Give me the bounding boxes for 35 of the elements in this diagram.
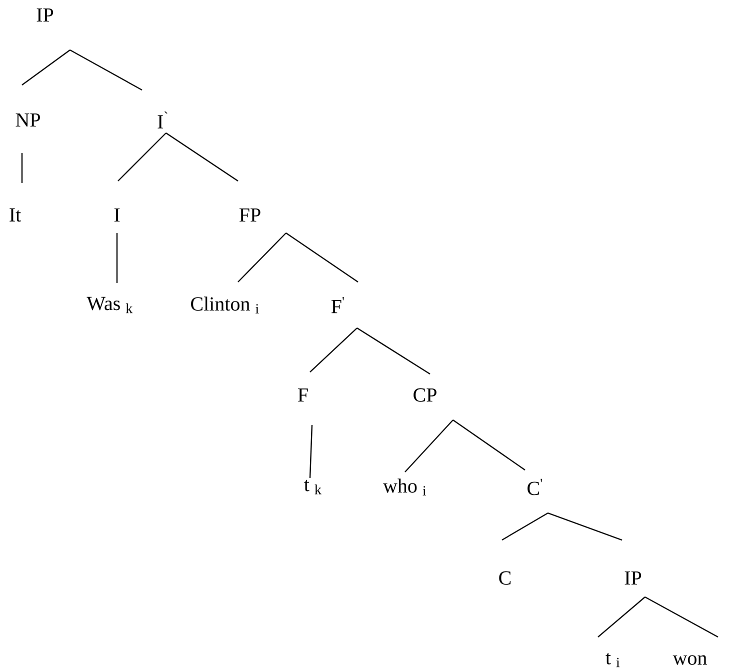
tree-branch bbox=[598, 596, 646, 638]
tree-label: CP bbox=[414, 388, 436, 402]
tree-label: F$^{'}$ bbox=[331, 296, 344, 314]
tree-branch bbox=[22, 50, 70, 86]
tree-label: who $_{i}$ bbox=[383, 478, 426, 496]
tree-label: C$^{'}$ bbox=[528, 478, 542, 496]
tree-branch bbox=[118, 132, 166, 182]
tree-branch bbox=[310, 328, 358, 372]
tree-label: FP bbox=[239, 208, 260, 222]
tree-branch bbox=[548, 512, 622, 541]
tree-branch bbox=[356, 328, 430, 375]
tree-label: t $_{i}$ bbox=[606, 652, 620, 668]
tree-branch bbox=[404, 420, 454, 472]
tree-label: I bbox=[114, 208, 120, 222]
tree-label: It bbox=[10, 208, 21, 222]
tree-label: NP bbox=[16, 113, 40, 127]
tree-label: won bbox=[672, 655, 707, 665]
tree-label: t $_{k}$ bbox=[304, 480, 322, 494]
tree-branch bbox=[238, 232, 286, 282]
tree-label: IP bbox=[624, 571, 642, 585]
tree-branch bbox=[309, 424, 313, 478]
tree-branch bbox=[21, 153, 23, 183]
tree-label: C bbox=[499, 571, 511, 585]
tree-branch bbox=[70, 49, 142, 91]
tree-label: Was $_{k}$ bbox=[86, 296, 133, 314]
tree-branch bbox=[452, 420, 526, 470]
tree-branch bbox=[116, 233, 118, 283]
tree-label: Clinton $_{i}$ bbox=[191, 296, 259, 314]
tree-label: I$^{`}$ bbox=[158, 112, 168, 128]
tree-label: IP bbox=[36, 8, 54, 22]
tree-branch bbox=[166, 132, 238, 182]
tree-label: F bbox=[298, 388, 308, 402]
tree-branch bbox=[502, 512, 548, 541]
tree-branch bbox=[644, 596, 718, 638]
tree-branch bbox=[286, 232, 358, 282]
